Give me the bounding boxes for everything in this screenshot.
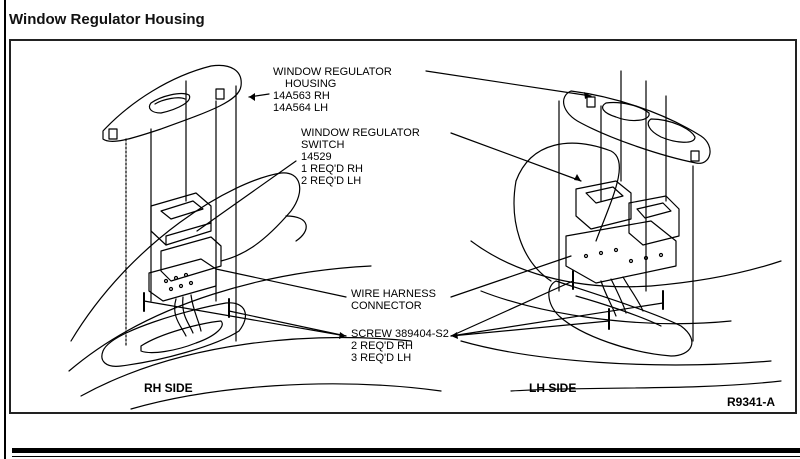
callout-screw-line: SCREW 389404-S2 (351, 328, 449, 340)
callout-harness: WIRE HARNESS CONNECTOR (351, 288, 436, 312)
figure-id: R9341-A (727, 395, 776, 409)
lh-armrest-bezel (548, 280, 693, 357)
callout-screw-line: 3 REQ'D LH (351, 352, 412, 364)
lh-switch-1 (575, 180, 632, 230)
callout-switch-line: WINDOW REGULATOR (301, 127, 420, 139)
leader-screw-5 (450, 302, 664, 337)
callout-switch-line: 14529 (301, 151, 332, 163)
callout-switch-line: SWITCH (301, 139, 345, 151)
callout-switch: WINDOW REGULATOR SWITCH 14529 1 REQ'D RH… (301, 127, 420, 187)
rh-switch (150, 192, 212, 246)
leader-screw-3 (450, 280, 574, 337)
callout-screw: SCREW 389404-S2 2 REQ'D RH 3 REQ'D LH (351, 328, 449, 364)
rh-side-label: RH SIDE (144, 381, 193, 395)
page-title: Window Regulator Housing (9, 11, 205, 28)
callout-screw-line: 2 REQ'D RH (351, 340, 413, 352)
lh-switch-2 (628, 195, 680, 246)
leader-switch-rh (196, 160, 297, 232)
lh-harness-connector (565, 220, 677, 284)
callout-housing-line: HOUSING (285, 78, 337, 90)
callout-housing-line: 14A563 RH (273, 90, 330, 102)
section-divider-thin (12, 456, 800, 457)
callout-housing: WINDOW REGULATOR HOUSING 14A563 RH 14A56… (273, 66, 392, 114)
callout-housing-line: 14A564 LH (273, 102, 329, 114)
lh-side-label: LH SIDE (529, 381, 577, 395)
rh-harness-connector (148, 258, 217, 302)
leader-screw-2 (228, 310, 347, 337)
leader-screw-4 (450, 320, 610, 337)
rh-housing-cap (102, 64, 242, 142)
rh-armrest-bezel (101, 302, 247, 367)
callout-harness-line: WIRE HARNESS (351, 288, 436, 300)
leader-switch-lh (450, 132, 582, 182)
leader-harness-lh (450, 255, 572, 298)
callout-switch-line: 1 REQ'D RH (301, 163, 363, 175)
callout-housing-line: WINDOW REGULATOR (273, 66, 392, 78)
lh-door-panel-outline (515, 142, 620, 242)
leader-screw-1 (143, 300, 347, 337)
exploded-view-drawing (68, 64, 782, 410)
leader-housing-lh (425, 70, 592, 97)
callout-switch-line: 2 REQ'D LH (301, 175, 362, 187)
diagram-figure: WINDOW REGULATOR HOUSING 14A563 RH 14A56… (9, 39, 797, 414)
left-border-rule (4, 0, 6, 459)
section-divider (12, 448, 800, 453)
leader-harness-rh (215, 268, 347, 298)
lh-housing-cap (563, 90, 711, 164)
callout-harness-line: CONNECTOR (351, 300, 422, 312)
rh-door-panel-outline (70, 172, 301, 342)
